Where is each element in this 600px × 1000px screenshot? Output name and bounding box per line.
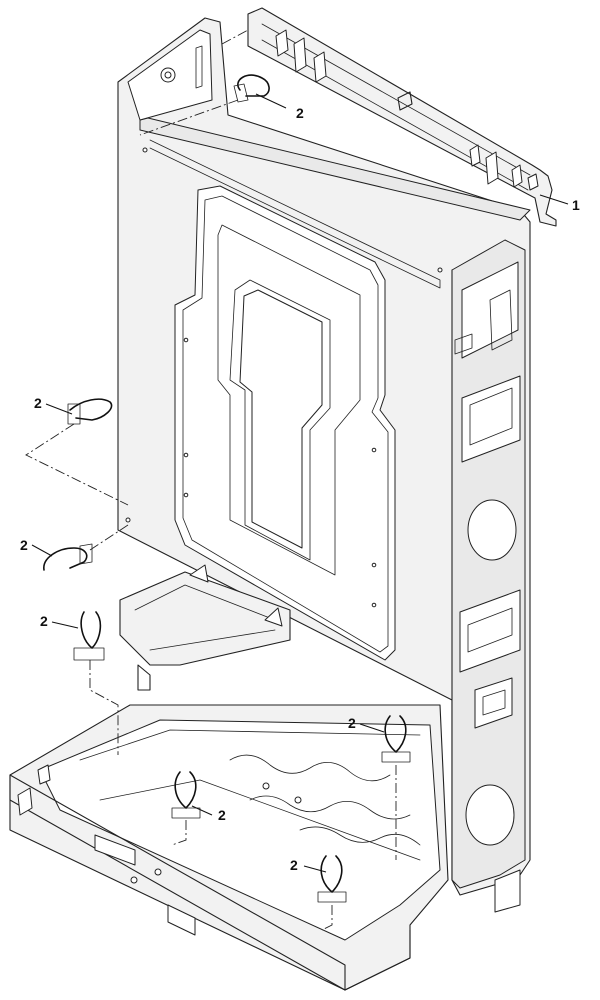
- leader-lines: [31, 93, 569, 873]
- callout-clip-bottom-right: 2: [290, 857, 298, 873]
- callout-bracket: 1: [572, 197, 580, 213]
- shelf-bracket: [119, 564, 291, 691]
- base-tray: [9, 704, 449, 991]
- clip-top: [233, 74, 270, 103]
- clip-bottom-right: [317, 855, 347, 903]
- clip-left-middle: [43, 543, 93, 571]
- clip-right: [381, 715, 411, 763]
- callout-clip-left-lower: 2: [40, 613, 48, 629]
- clip-bottom-center: [171, 771, 201, 819]
- assembly-lines: [25, 99, 397, 931]
- back-panel: [117, 17, 531, 913]
- clip-left-upper: [67, 398, 113, 425]
- callout-clip-right: 2: [348, 715, 356, 731]
- callout-clip-bottom-center: 2: [218, 807, 226, 823]
- clip-left-lower: [73, 611, 105, 661]
- mounting-bracket: [221, 7, 557, 227]
- callout-clip-left-upper: 2: [34, 395, 42, 411]
- callout-clip-left-middle: 2: [20, 537, 28, 553]
- callout-clip-top: 2: [296, 105, 304, 121]
